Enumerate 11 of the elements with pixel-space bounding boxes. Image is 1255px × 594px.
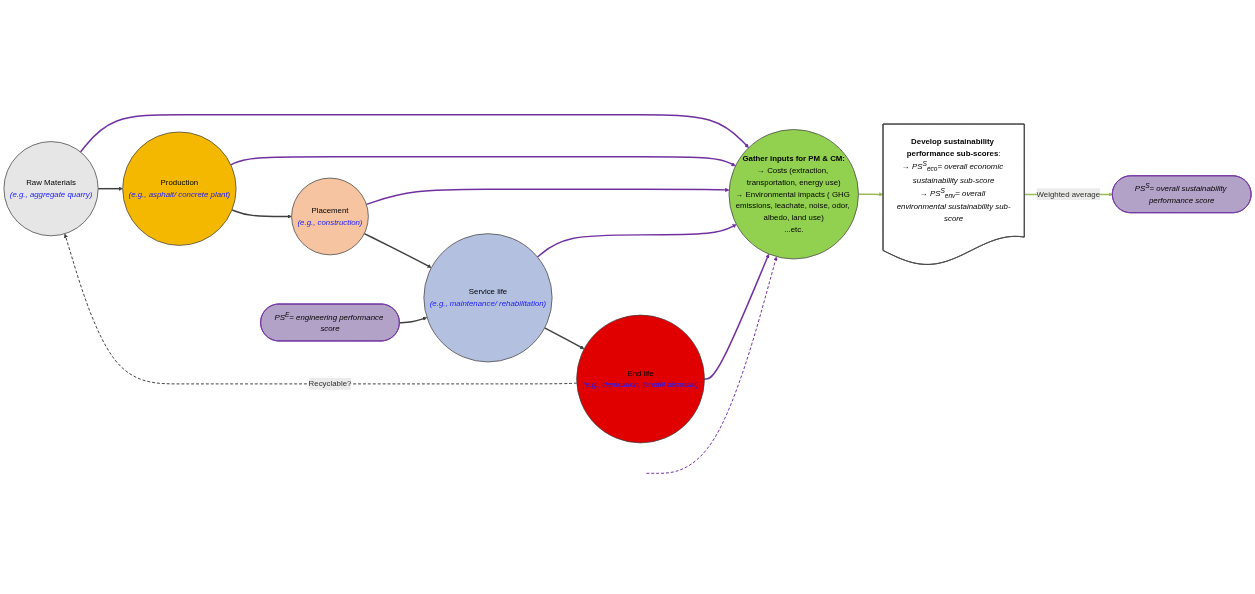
arrow	[231, 209, 292, 219]
arrow	[857, 192, 884, 197]
arrow	[79, 114, 749, 153]
arrow	[398, 316, 428, 324]
arrow	[543, 327, 585, 350]
arrow	[230, 155, 736, 167]
arrow	[365, 187, 730, 206]
arrow	[703, 253, 770, 380]
arrow	[363, 232, 432, 268]
arrow	[97, 186, 123, 191]
arrow	[536, 224, 737, 258]
